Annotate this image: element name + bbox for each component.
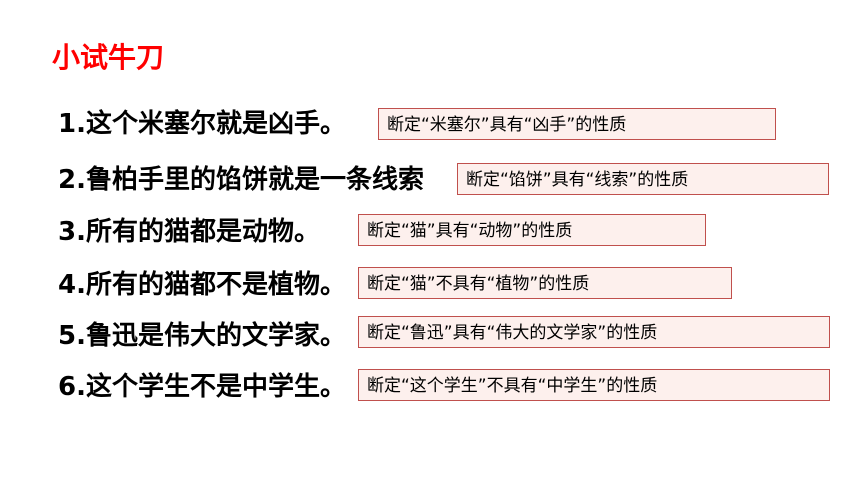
judgment-tag-5: 断定“鲁迅”具有“伟大的文学家”的性质 — [358, 316, 830, 348]
statement-5: 5.鲁迅是伟大的文学家。 — [58, 321, 346, 351]
judgment-tag-4: 断定“猫”不具有“植物”的性质 — [358, 267, 732, 299]
statement-4: 4.所有的猫都不是植物。 — [58, 270, 346, 300]
judgment-tag-3: 断定“猫”具有“动物”的性质 — [358, 214, 706, 246]
judgment-tag-1: 断定“米塞尔”具有“凶手”的性质 — [378, 108, 776, 140]
judgment-tag-2: 断定“馅饼”具有“线索”的性质 — [457, 163, 829, 195]
statement-2: 2.鲁柏手里的馅饼就是一条线索 — [58, 165, 424, 195]
slide-title: 小试牛刀 — [52, 41, 165, 74]
judgment-tag-6: 断定“这个学生”不具有“中学生”的性质 — [358, 369, 830, 401]
statement-1: 1.这个米塞尔就是凶手。 — [58, 109, 346, 139]
statement-3: 3.所有的猫都是动物。 — [58, 217, 320, 247]
statement-6: 6.这个学生不是中学生。 — [58, 372, 346, 402]
